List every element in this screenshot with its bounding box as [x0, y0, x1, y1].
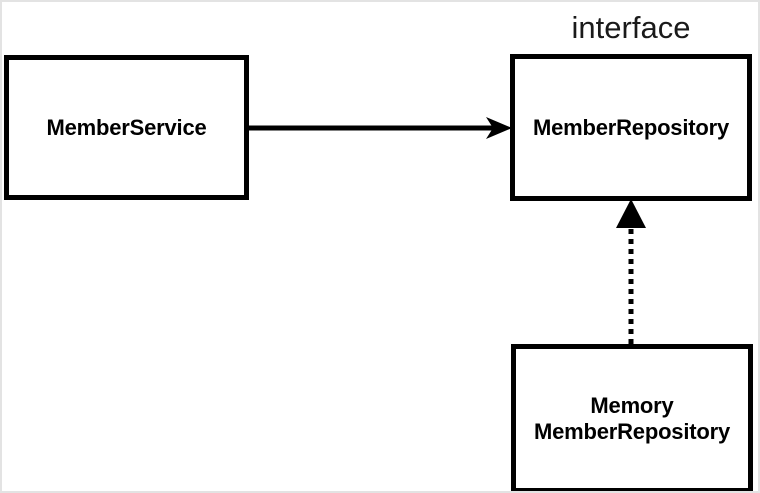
- interface-stereotype-label: interface: [571, 10, 691, 45]
- node-member-service-label: MemberService: [46, 114, 207, 140]
- edge-implements-arrowhead: [616, 199, 646, 228]
- node-member-repository-label: MemberRepository: [532, 114, 730, 140]
- edge-uses-arrowhead: [486, 117, 512, 139]
- node-member-repository[interactable]: MemberRepository: [510, 54, 752, 201]
- edge-memory-member-repository-to-member-repository[interactable]: [616, 199, 646, 344]
- node-member-service[interactable]: MemberService: [4, 55, 249, 200]
- node-memory-member-repository-label: Memory MemberRepository: [533, 392, 731, 444]
- edge-member-service-to-member-repository[interactable]: [248, 117, 512, 139]
- node-memory-member-repository[interactable]: Memory MemberRepository: [511, 344, 753, 493]
